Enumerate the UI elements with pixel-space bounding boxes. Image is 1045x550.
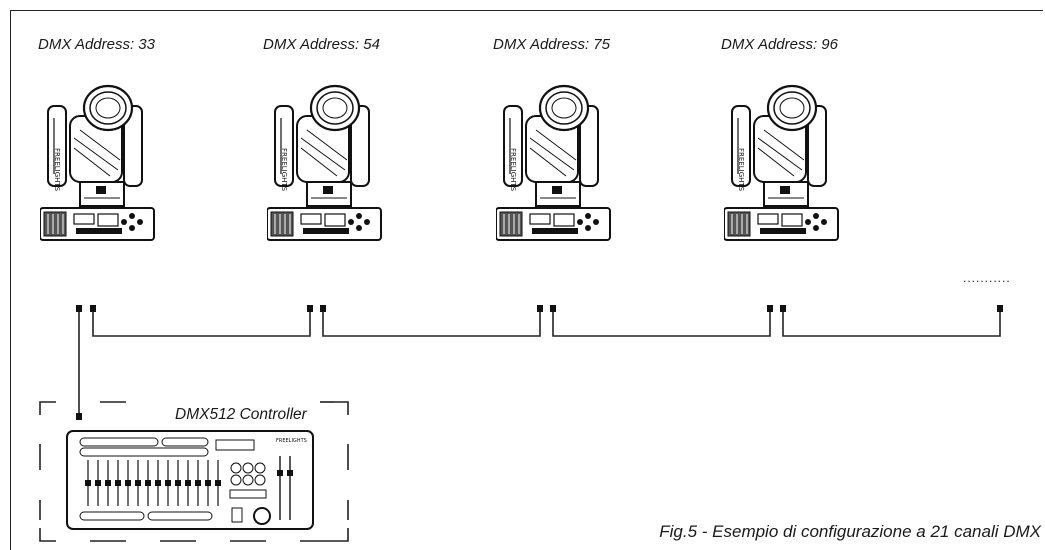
more-fixtures-indicator: ........... [963,271,1011,285]
dmx-controller-icon: FREELIGHTS [66,430,314,530]
fixture-2-address: DMX Address: 54 [263,36,380,53]
fixture-4-address: DMX Address: 96 [721,36,838,53]
svg-text:FREELIGHTS: FREELIGHTS [276,438,307,444]
figure-caption: Fig.5 - Esempio di configurazione a 21 c… [659,522,1041,541]
fixture-3-address: DMX Address: 75 [493,36,610,53]
diagram-frame [10,10,1043,550]
controller-label: DMX512 Controller [175,406,307,423]
fixture-1-address: DMX Address: 33 [38,36,155,53]
